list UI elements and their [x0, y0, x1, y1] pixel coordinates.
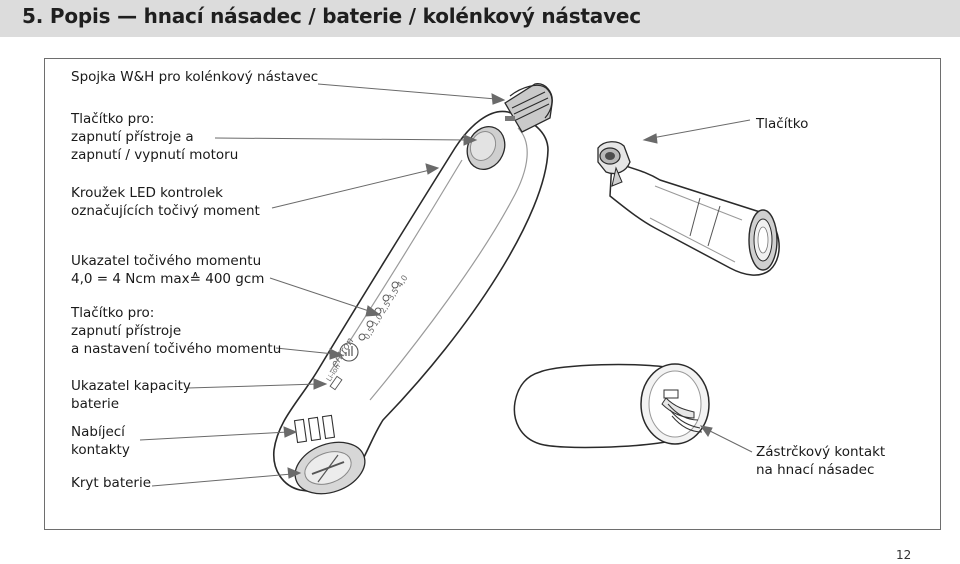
figure-frame	[44, 58, 941, 530]
label-charging-contacts: Nabíjecí kontakty	[71, 424, 130, 458]
label-torque-indicator: Ukazatel točivého momentu 4,0 = 4 Ncm ma…	[71, 253, 265, 287]
contra-angle-head	[597, 141, 631, 187]
label-battery-capacity: Ukazatel kapacity baterie	[71, 378, 191, 412]
torque-led-marks	[358, 281, 399, 341]
contra-angle	[597, 141, 780, 276]
label-torque-button: Tlačítko pro: zapnutí přístroje a nastav…	[71, 305, 282, 357]
handpiece-body	[273, 110, 549, 493]
label-motor-button: Tlačítko pro: zapnutí přístroje a zapnut…	[71, 111, 239, 163]
charging-contacts	[293, 414, 336, 444]
label-coupling: Spojka W&H pro kolénkový nástavec	[71, 69, 319, 85]
label-push-button: Tlačítko	[756, 116, 809, 132]
handpiece	[273, 83, 553, 495]
battery-cover	[294, 441, 366, 495]
title-bar	[0, 0, 960, 37]
label-plug-contact: Zástrčkový kontakt na hnací násadec	[756, 444, 886, 478]
page-title: 5. Popis — hnací násadec / baterie / kol…	[22, 4, 641, 28]
battery	[513, 363, 710, 449]
label-battery-cover: Kryt baterie	[71, 475, 152, 491]
battery-plug-contact	[661, 389, 703, 433]
battery-body	[513, 363, 677, 449]
page-number: 12	[896, 548, 912, 562]
label-led-ring: Kroužek LED kontrolek označujících točiv…	[71, 185, 260, 219]
coupling-ring	[504, 83, 553, 133]
torque-button	[339, 342, 359, 362]
leader-lines	[139, 83, 753, 487]
battery-capacity-indicator	[329, 375, 343, 391]
